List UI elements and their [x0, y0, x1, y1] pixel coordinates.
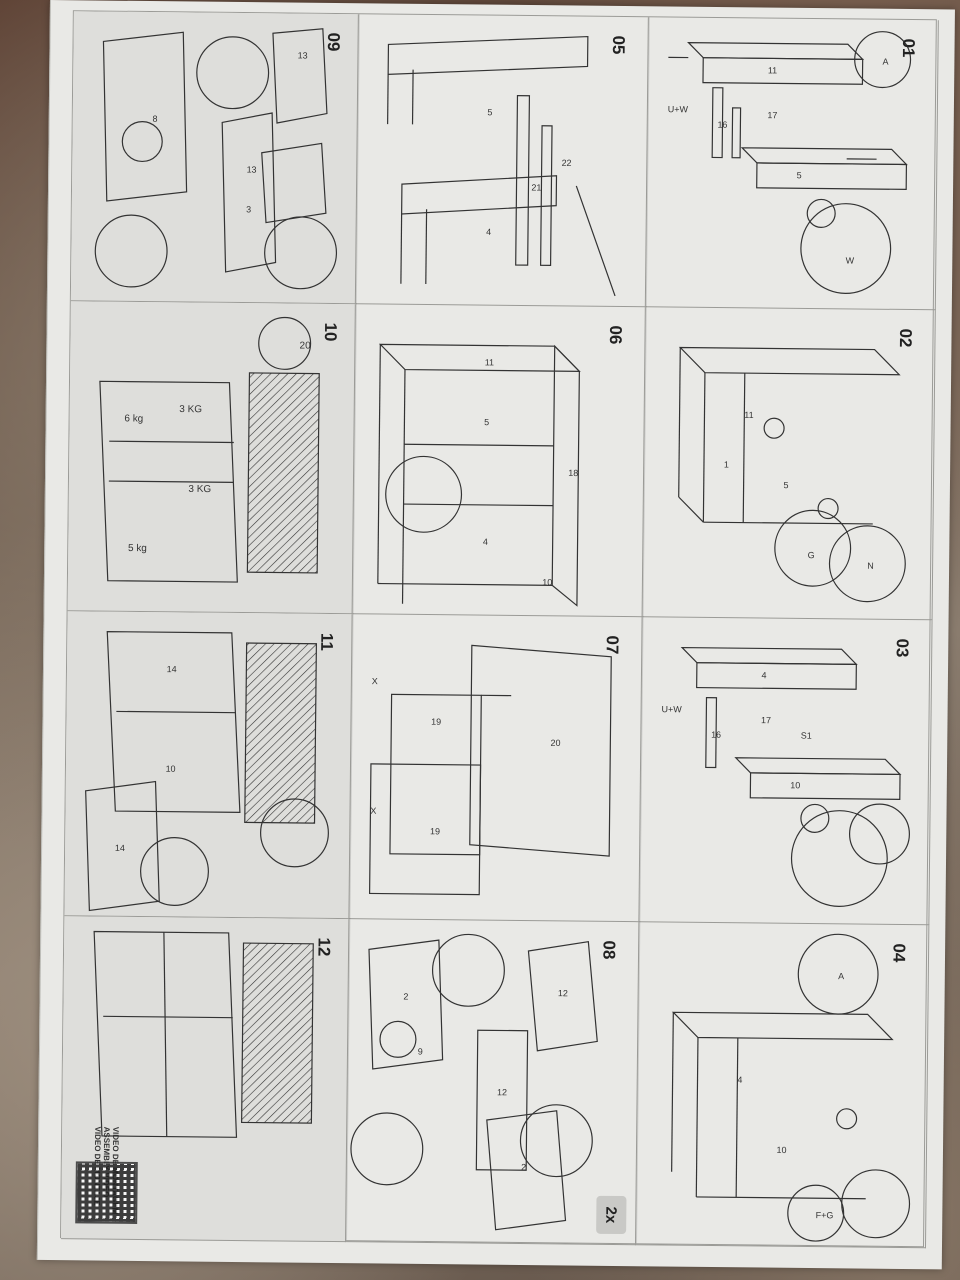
step-number: 12	[314, 937, 334, 957]
step-number: 08	[599, 940, 619, 960]
qr-code[interactable]	[75, 1161, 138, 1224]
svg-text:5: 5	[797, 170, 802, 180]
svg-text:11: 11	[768, 65, 777, 75]
svg-text:20: 20	[300, 341, 312, 352]
svg-text:10: 10	[776, 1145, 786, 1155]
svg-text:4: 4	[737, 1075, 742, 1085]
step-panel-11: 14 10 14 11	[64, 611, 353, 920]
step-07-diagram: 20 19 19 X X	[368, 644, 612, 896]
svg-text:16: 16	[717, 120, 727, 130]
svg-text:10: 10	[790, 780, 800, 790]
step-panel-06: 11 5 4 18 10 06	[352, 304, 646, 618]
step-05-diagram: 5 4 22 21	[387, 35, 616, 297]
svg-text:17: 17	[761, 715, 771, 725]
instruction-grid: 11 17 5 16 U+W W A 01	[60, 10, 939, 1249]
step-panel-09: 8 13 13 3 09	[70, 11, 359, 305]
step-panel-10: 6 kg 3 KG 3 KG 5 kg 20 10	[67, 301, 356, 615]
step-number: 06	[605, 325, 626, 345]
step-number: 09	[323, 32, 344, 52]
svg-text:4: 4	[762, 670, 767, 680]
svg-text:19: 19	[431, 717, 441, 727]
svg-text:14: 14	[115, 843, 125, 853]
svg-text:F+G: F+G	[816, 1210, 834, 1220]
step-09-diagram: 8 13 13 3	[94, 28, 338, 290]
step-number: 03	[892, 638, 912, 658]
step-panel-03: 4 17 10 16 U+W S1 03	[639, 617, 933, 926]
instruction-sheet: 11 17 5 16 U+W W A 01	[36, 0, 955, 1270]
step-panel-07: 20 19 19 X X 07	[349, 614, 643, 923]
svg-text:5: 5	[484, 417, 489, 427]
step-panel-08: 2 12 12 2 9 08 2x	[346, 919, 640, 1246]
svg-text:9: 9	[418, 1047, 423, 1057]
step-number: 11	[317, 632, 337, 652]
svg-text:13: 13	[298, 50, 308, 60]
svg-text:3 KG: 3 KG	[188, 484, 211, 495]
step-number: 05	[608, 35, 629, 55]
svg-text:5 kg: 5 kg	[128, 543, 147, 554]
svg-text:5: 5	[487, 107, 492, 117]
step-01-diagram: 11 17 5 16 U+W W A	[668, 31, 912, 294]
svg-text:8: 8	[152, 114, 157, 124]
step-panel-02: 11 5 1 N G 02	[642, 307, 936, 621]
svg-text:10: 10	[166, 764, 176, 774]
svg-text:G: G	[808, 550, 815, 560]
svg-text:1: 1	[724, 460, 729, 470]
svg-text:11: 11	[744, 410, 753, 420]
svg-text:19: 19	[430, 826, 440, 836]
svg-text:17: 17	[767, 110, 777, 120]
svg-text:2: 2	[403, 992, 408, 1002]
step-number: 04	[889, 943, 909, 963]
step-04-diagram: 4 10 A F+G	[671, 933, 911, 1242]
step-panel-01: 11 17 5 16 U+W W A 01	[645, 17, 939, 311]
svg-text:X: X	[372, 676, 378, 686]
step-number: 02	[895, 328, 916, 348]
step-panel-05: 5 4 22 21 05	[355, 14, 649, 308]
step-11-diagram: 14 10 14	[85, 630, 329, 912]
svg-text:4: 4	[486, 227, 491, 237]
svg-text:20: 20	[551, 738, 561, 748]
svg-text:3: 3	[246, 204, 251, 214]
quantity-badge: 2x	[596, 1195, 627, 1235]
svg-text:14: 14	[167, 664, 177, 674]
svg-text:2: 2	[521, 1162, 526, 1172]
svg-text:10: 10	[542, 577, 552, 587]
svg-text:N: N	[867, 561, 874, 571]
step-08-diagram: 2 12 12 2 9	[350, 933, 598, 1231]
step-number: 10	[320, 322, 341, 342]
step-12-diagram	[93, 930, 314, 1138]
svg-text:13: 13	[247, 165, 257, 175]
svg-text:16: 16	[711, 730, 721, 740]
step-06-diagram: 11 5 4 18 10	[377, 343, 581, 607]
step-03-diagram: 4 17 10 16 U+W S1	[661, 646, 910, 907]
svg-text:W: W	[846, 256, 855, 266]
svg-text:U+W: U+W	[668, 104, 689, 114]
svg-text:5: 5	[783, 480, 788, 490]
svg-text:A: A	[838, 971, 844, 981]
svg-text:S1: S1	[801, 731, 812, 741]
svg-text:11: 11	[485, 357, 494, 367]
svg-text:3 KG: 3 KG	[179, 404, 202, 415]
svg-text:22: 22	[562, 158, 572, 168]
step-panel-12: 12 VIDEO DE MONTAGEM ASSEMBLY VIDEO VIDE…	[61, 916, 350, 1243]
svg-text:18: 18	[568, 468, 578, 478]
step-panel-04: 4 10 A F+G 04	[635, 922, 930, 1249]
step-02-diagram: 11 5 1 N G	[678, 346, 906, 603]
step-10-diagram: 6 kg 3 KG 3 KG 5 kg 20	[99, 316, 320, 583]
step-number: 07	[602, 635, 622, 655]
step-number: 01	[898, 38, 919, 58]
svg-text:12: 12	[558, 988, 568, 998]
svg-text:12: 12	[497, 1087, 507, 1097]
svg-text:A: A	[883, 57, 889, 67]
svg-text:X: X	[370, 806, 376, 816]
svg-text:U+W: U+W	[661, 704, 682, 714]
svg-text:21: 21	[531, 182, 541, 192]
svg-text:4: 4	[483, 537, 488, 547]
svg-text:6 kg: 6 kg	[124, 413, 143, 424]
